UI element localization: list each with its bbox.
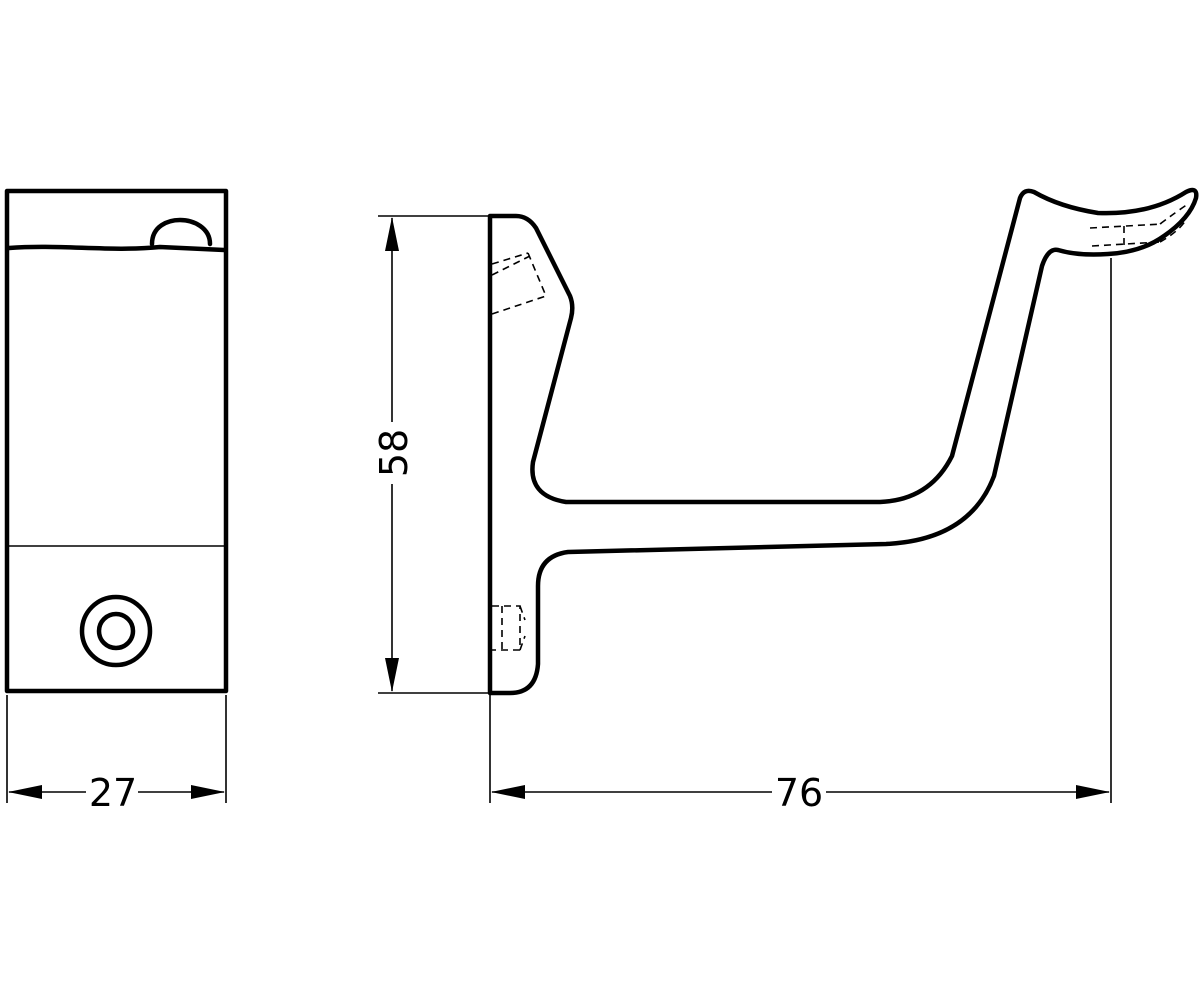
hidden-screw-hole-bottom bbox=[492, 605, 526, 651]
front-view-screw-head-icon bbox=[149, 217, 213, 247]
front-view bbox=[4, 188, 229, 694]
width-dimension-label: 27 bbox=[89, 771, 137, 815]
width-arrow-left-icon bbox=[8, 785, 42, 799]
projection-arrow-right-icon bbox=[1076, 785, 1110, 799]
height-arrow-top-icon bbox=[385, 217, 399, 251]
side-view bbox=[487, 187, 1199, 696]
hidden-screw-hole-top bbox=[491, 252, 547, 315]
projection-dimension: 76 bbox=[489, 258, 1112, 815]
front-view-top-band-line bbox=[6, 244, 227, 253]
projection-dimension-label: 76 bbox=[775, 771, 823, 815]
front-view-mounting-hole-outer-icon bbox=[79, 594, 153, 668]
projection-arrow-left-icon bbox=[491, 785, 525, 799]
front-view-mounting-hole-inner-icon bbox=[96, 611, 136, 651]
height-dimension-label: 58 bbox=[372, 429, 416, 477]
front-view-body-outline bbox=[4, 188, 229, 694]
width-arrow-right-icon bbox=[191, 785, 225, 799]
width-dimension: 27 bbox=[6, 695, 227, 815]
height-arrow-bottom-icon bbox=[385, 658, 399, 692]
hidden-screw-hole-saddle bbox=[1089, 203, 1189, 247]
height-dimension: 58 bbox=[372, 215, 488, 694]
bracket-profile-outline bbox=[487, 187, 1199, 696]
